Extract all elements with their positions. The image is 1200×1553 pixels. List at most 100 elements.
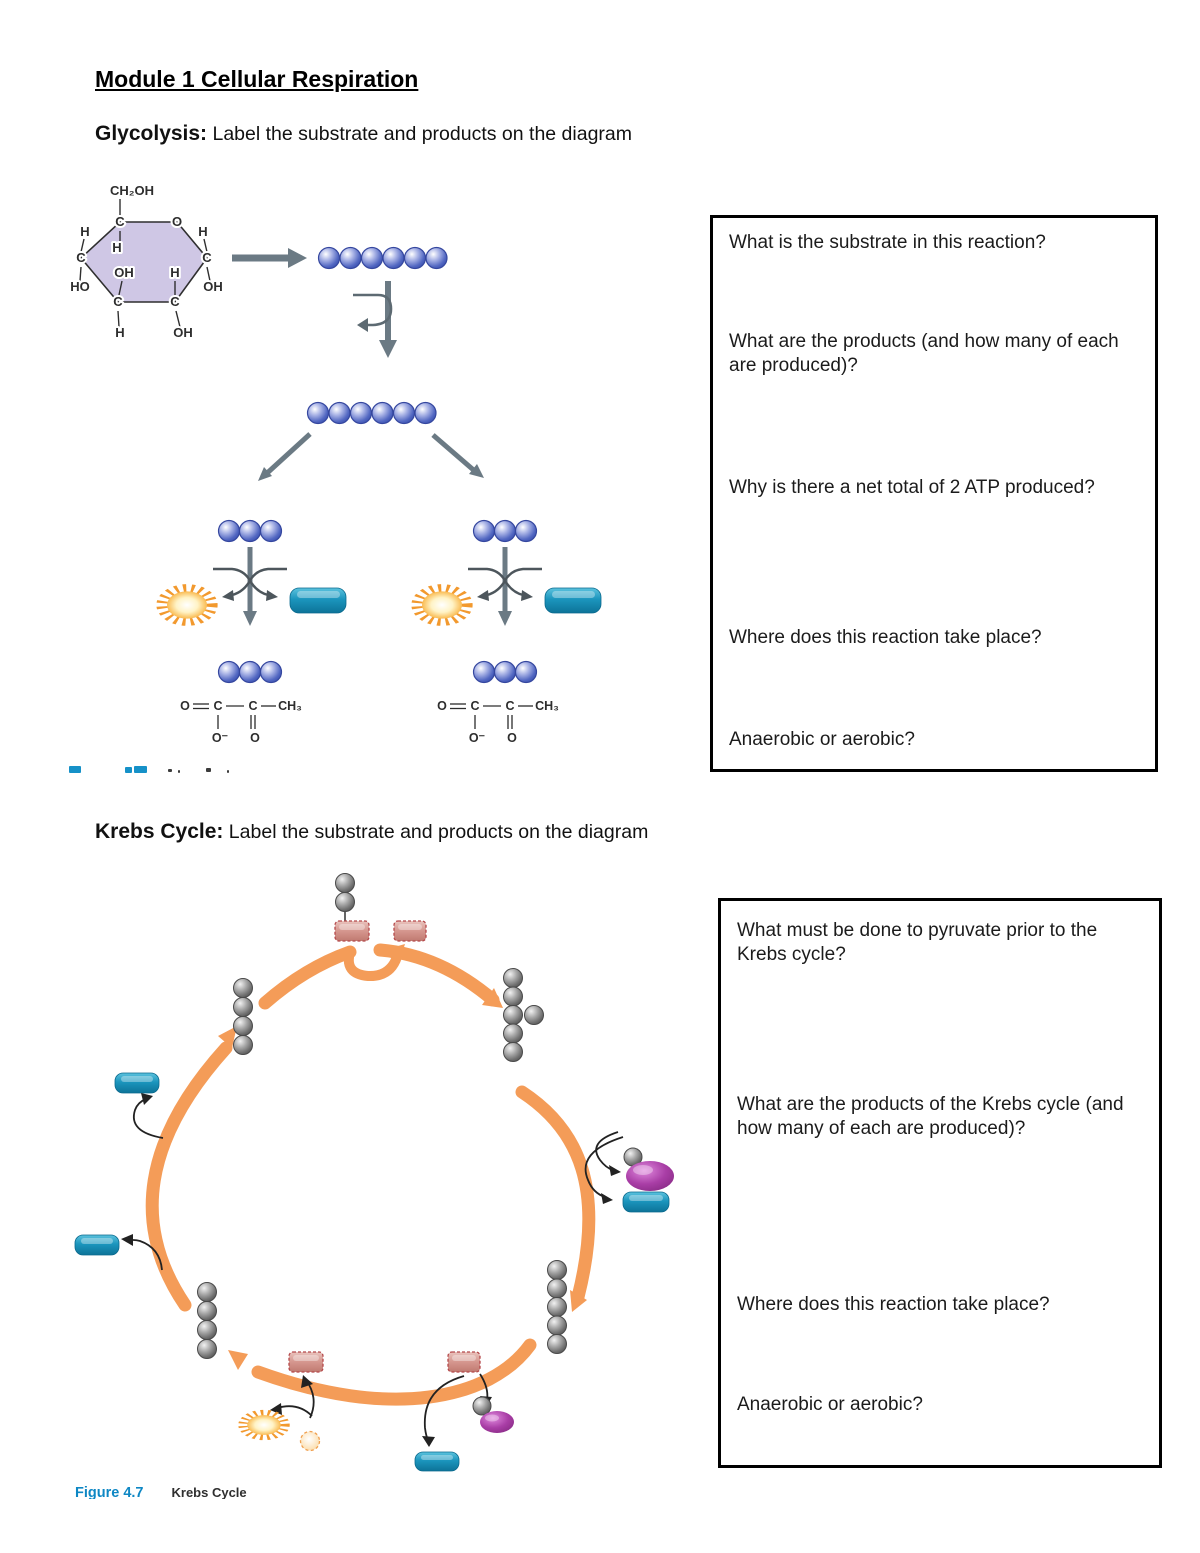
six-carbon-chain (317, 246, 448, 270)
glucose-label-h: H (170, 265, 179, 280)
clipped-caption-fragment (125, 767, 132, 773)
glucose-label-ho: HO (70, 279, 90, 294)
glucose-label-o: O (172, 214, 182, 229)
pyruvate-structure: O C C CH₃ O⁻ O (435, 697, 561, 747)
bond-lines (79, 199, 211, 328)
pyruvate-c: C (213, 699, 222, 713)
glucose-label-ch2oh: CH₂OH (110, 183, 154, 198)
glucose-label-c: C (170, 294, 180, 309)
pyruvate-ch3: CH₃ (535, 699, 559, 713)
pyruvate-o-minus: O⁻ (469, 731, 486, 745)
krebs-instruction: Label the substrate and products on the … (223, 821, 649, 843)
glucose-label-oh: OH (114, 265, 134, 280)
glucose-label-h: H (112, 240, 121, 255)
six-carbon-chain (306, 401, 437, 425)
coupled-reaction-arrows (468, 567, 542, 601)
pyruvate-o: O (250, 731, 260, 745)
nadh-pill-icon (544, 587, 602, 614)
reaction-branch-arrow (270, 1403, 313, 1417)
glucose-label-oh: OH (173, 325, 193, 340)
clipped-caption-fragment (69, 766, 81, 773)
pyruvate-o: O (507, 731, 517, 745)
glycolysis-heading: Glycolysis: Label the substrate and prod… (95, 122, 632, 146)
page-title: Module 1 Cellular Respiration (95, 66, 419, 92)
coa-pill-icon (288, 1351, 324, 1373)
three-carbon-chain (217, 519, 283, 543)
atp-starburst-icon (411, 584, 473, 626)
question-text: Why is there a net total of 2 ATP produc… (729, 477, 1095, 498)
four-carbon-chain (233, 978, 253, 1055)
glucose-molecule: CH₂OH C O H H H C C OH H HO OH C C H OH (68, 181, 225, 342)
four-carbon-chain (197, 1282, 217, 1359)
krebs-cycle-diagram (74, 873, 674, 1472)
question-text: What is the substrate in this reaction? (729, 232, 1046, 253)
nadh-pill-icon (114, 1072, 160, 1094)
glucose-label-oh: OH (203, 279, 223, 294)
question-text: Anaerobic or aerobic? (729, 729, 915, 750)
pyruvate-entry-curl (343, 944, 405, 982)
cycle-arc (145, 943, 596, 1406)
clipped-caption-fragment (134, 766, 147, 773)
glucose-label-c: C (202, 250, 212, 265)
three-carbon-chain (217, 660, 283, 684)
clipped-caption-fragment (206, 768, 211, 772)
split-arrow-right (431, 433, 484, 478)
pyruvate-ch3: CH₃ (278, 699, 302, 713)
side-reaction-curved-arrow (353, 293, 393, 332)
phosphate-circle-icon (299, 1430, 321, 1452)
glucose-label-h: H (115, 325, 124, 340)
nadh-pill-icon (289, 587, 347, 614)
glucose-label-h: H (198, 224, 207, 239)
five-carbon-chain (547, 1260, 567, 1354)
nadh-pill-icon (74, 1234, 120, 1256)
glucose-label-c: C (113, 294, 123, 309)
cycle-arc-arrowheads (218, 988, 587, 1370)
acetyl-coa-icon (334, 873, 370, 942)
question-text: What are the products (and how many of e… (729, 331, 1119, 377)
reaction-branch-arrow (133, 1093, 164, 1139)
clipped-caption-fragment (227, 770, 229, 773)
pyruvate-structure: O C C CH₃ O⁻ O (178, 697, 304, 747)
clipped-caption-fragment (178, 770, 180, 773)
glucose-ring (79, 221, 209, 303)
atp-starburst-icon (156, 584, 218, 626)
reaction-arrow-right (232, 248, 307, 268)
split-arrow-left (258, 432, 312, 481)
glucose-label-h: H (80, 224, 89, 239)
clipped-caption-fragment (168, 769, 172, 772)
three-carbon-chain (472, 519, 538, 543)
reaction-branch-arrows (584, 1131, 624, 1204)
pyruvate-c: C (248, 699, 257, 713)
caption-figure-number: Figure 4.7 (75, 1485, 144, 1499)
glycolysis-term: Glycolysis: (95, 122, 208, 145)
reaction-branch-arrow (121, 1234, 163, 1271)
question-text: Anaerobic or aerobic? (737, 1394, 923, 1415)
glycolysis-diagram: CH₂OH C O H H H C C OH H HO OH C C H OH (68, 181, 602, 747)
nadh-pill-icon (622, 1191, 670, 1213)
glucose-label-c: C (115, 214, 125, 229)
krebs-question-box: What must be done to pyruvate prior to t… (718, 898, 1162, 1468)
coa-pill-icon (393, 920, 427, 942)
reaction-arrow-down (379, 281, 397, 358)
question-text: Where does this reaction take place? (729, 627, 1042, 648)
pyruvate-c: C (470, 699, 479, 713)
pyruvate-o: O (180, 699, 190, 713)
purple-oval-icon (626, 1161, 674, 1191)
pyruvate-o: O (437, 699, 447, 713)
coa-pill-icon (447, 1351, 481, 1373)
question-text: What must be done to pyruvate prior to t… (737, 920, 1098, 966)
nadh-pill-icon (414, 1451, 460, 1472)
reaction-branch-arrow (422, 1375, 465, 1447)
glycolysis-instruction: Label the substrate and products on the … (207, 123, 633, 145)
atp-starburst-icon (238, 1409, 290, 1441)
glycolysis-question-box: What is the substrate in this reaction? … (710, 215, 1158, 772)
six-carbon-chain (503, 968, 544, 1062)
question-text: What are the products of the Krebs cycle… (737, 1094, 1124, 1140)
question-text: Where does this reaction take place? (737, 1294, 1050, 1315)
coupled-reaction-arrows (213, 567, 287, 601)
glucose-label-c: C (76, 250, 86, 265)
purple-oval-icon (480, 1411, 514, 1433)
krebs-term: Krebs Cycle: (95, 820, 224, 843)
